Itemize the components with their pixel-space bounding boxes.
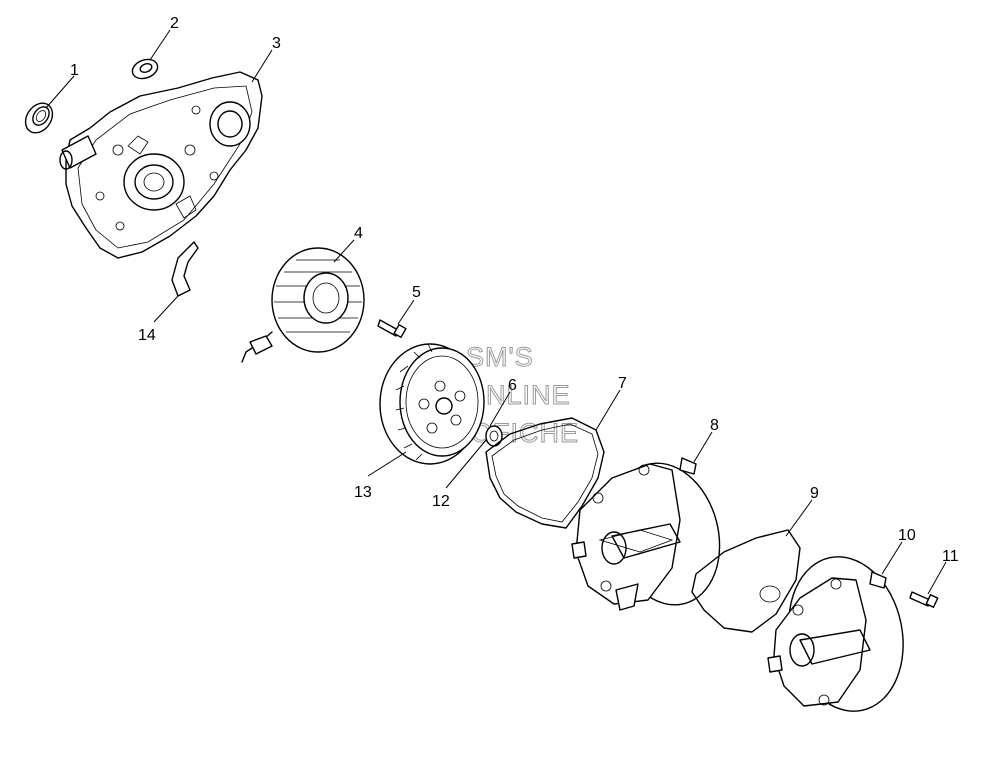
part-10-outer-cover <box>767 556 904 712</box>
part-5-bolt <box>377 319 407 339</box>
callout-labels: 1 2 3 4 5 6 7 8 9 10 11 12 13 14 <box>70 15 959 565</box>
callout-4: 4 <box>354 225 363 242</box>
callout-6: 6 <box>508 377 517 394</box>
callout-12: 12 <box>432 493 450 510</box>
callout-3: 3 <box>272 35 281 52</box>
callout-9: 9 <box>810 485 819 502</box>
part-12-nut <box>485 425 503 447</box>
callout-10: 10 <box>898 527 916 544</box>
leader-lines <box>45 29 947 595</box>
part-3-crankcase-cover <box>59 71 263 259</box>
callout-8: 8 <box>710 417 719 434</box>
watermark-line-1: SM'S <box>466 342 534 372</box>
callout-13: 13 <box>354 484 372 501</box>
part-11-bolt <box>909 591 939 608</box>
callout-5: 5 <box>412 284 421 301</box>
callout-1: 1 <box>70 62 79 79</box>
callout-14: 14 <box>138 327 156 344</box>
part-7-gasket <box>485 417 605 529</box>
part-13-flywheel <box>379 343 485 465</box>
part-4-stator <box>241 247 365 363</box>
part-2-washer <box>131 58 159 80</box>
part-8-cover <box>571 457 721 611</box>
callout-11: 11 <box>942 548 959 565</box>
callout-7: 7 <box>618 375 627 392</box>
callout-2: 2 <box>170 15 179 32</box>
part-9-gasket <box>691 529 801 633</box>
part-1-seal <box>24 102 54 134</box>
part-14-bracket <box>171 241 199 297</box>
